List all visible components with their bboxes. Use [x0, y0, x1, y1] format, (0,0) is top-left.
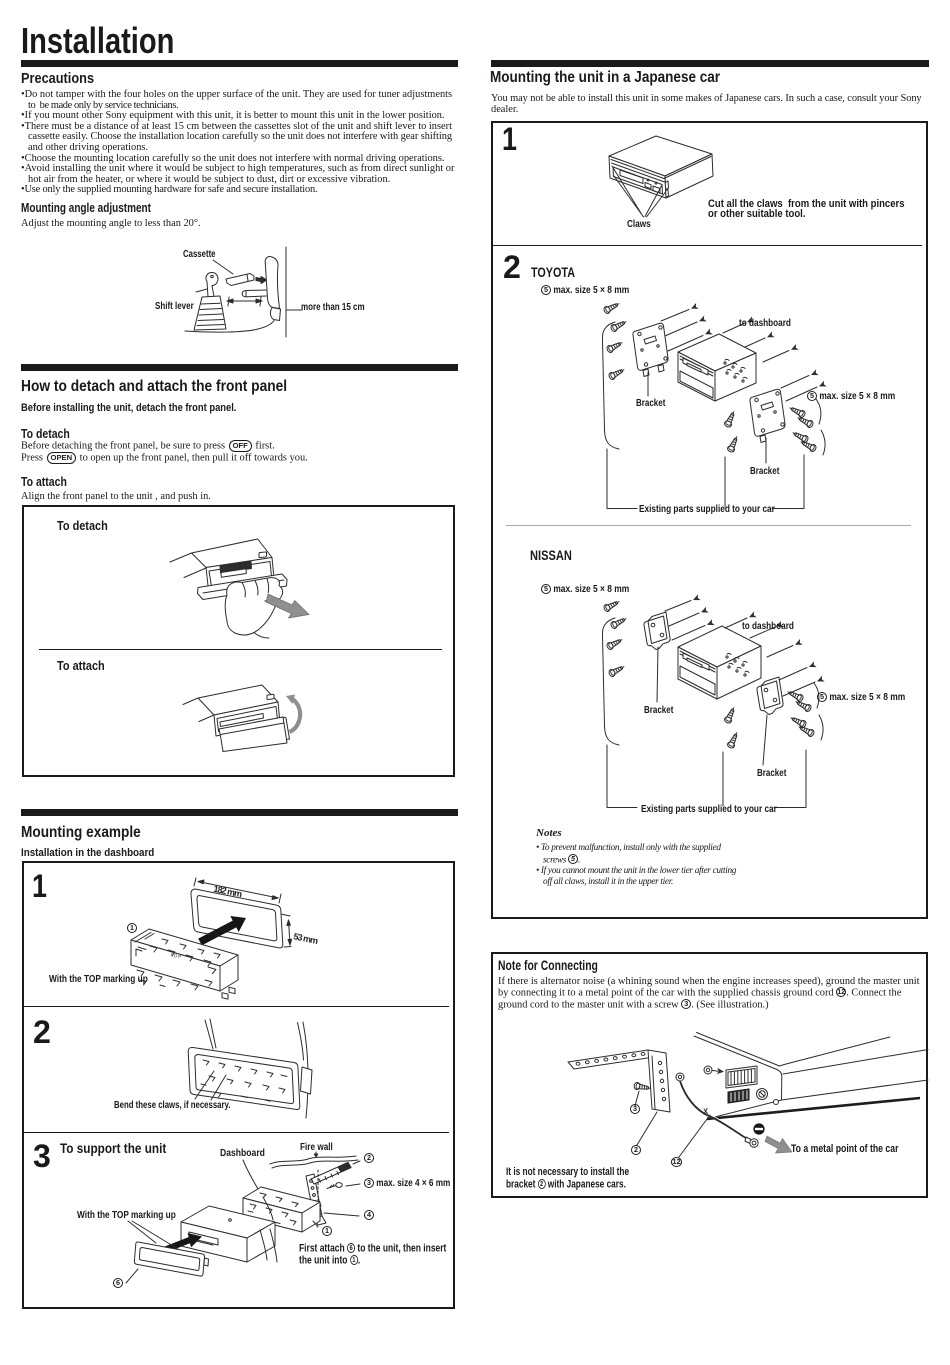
- svg-text:53 mm: 53 mm: [293, 931, 320, 946]
- svg-text:TOP: TOP: [170, 952, 182, 960]
